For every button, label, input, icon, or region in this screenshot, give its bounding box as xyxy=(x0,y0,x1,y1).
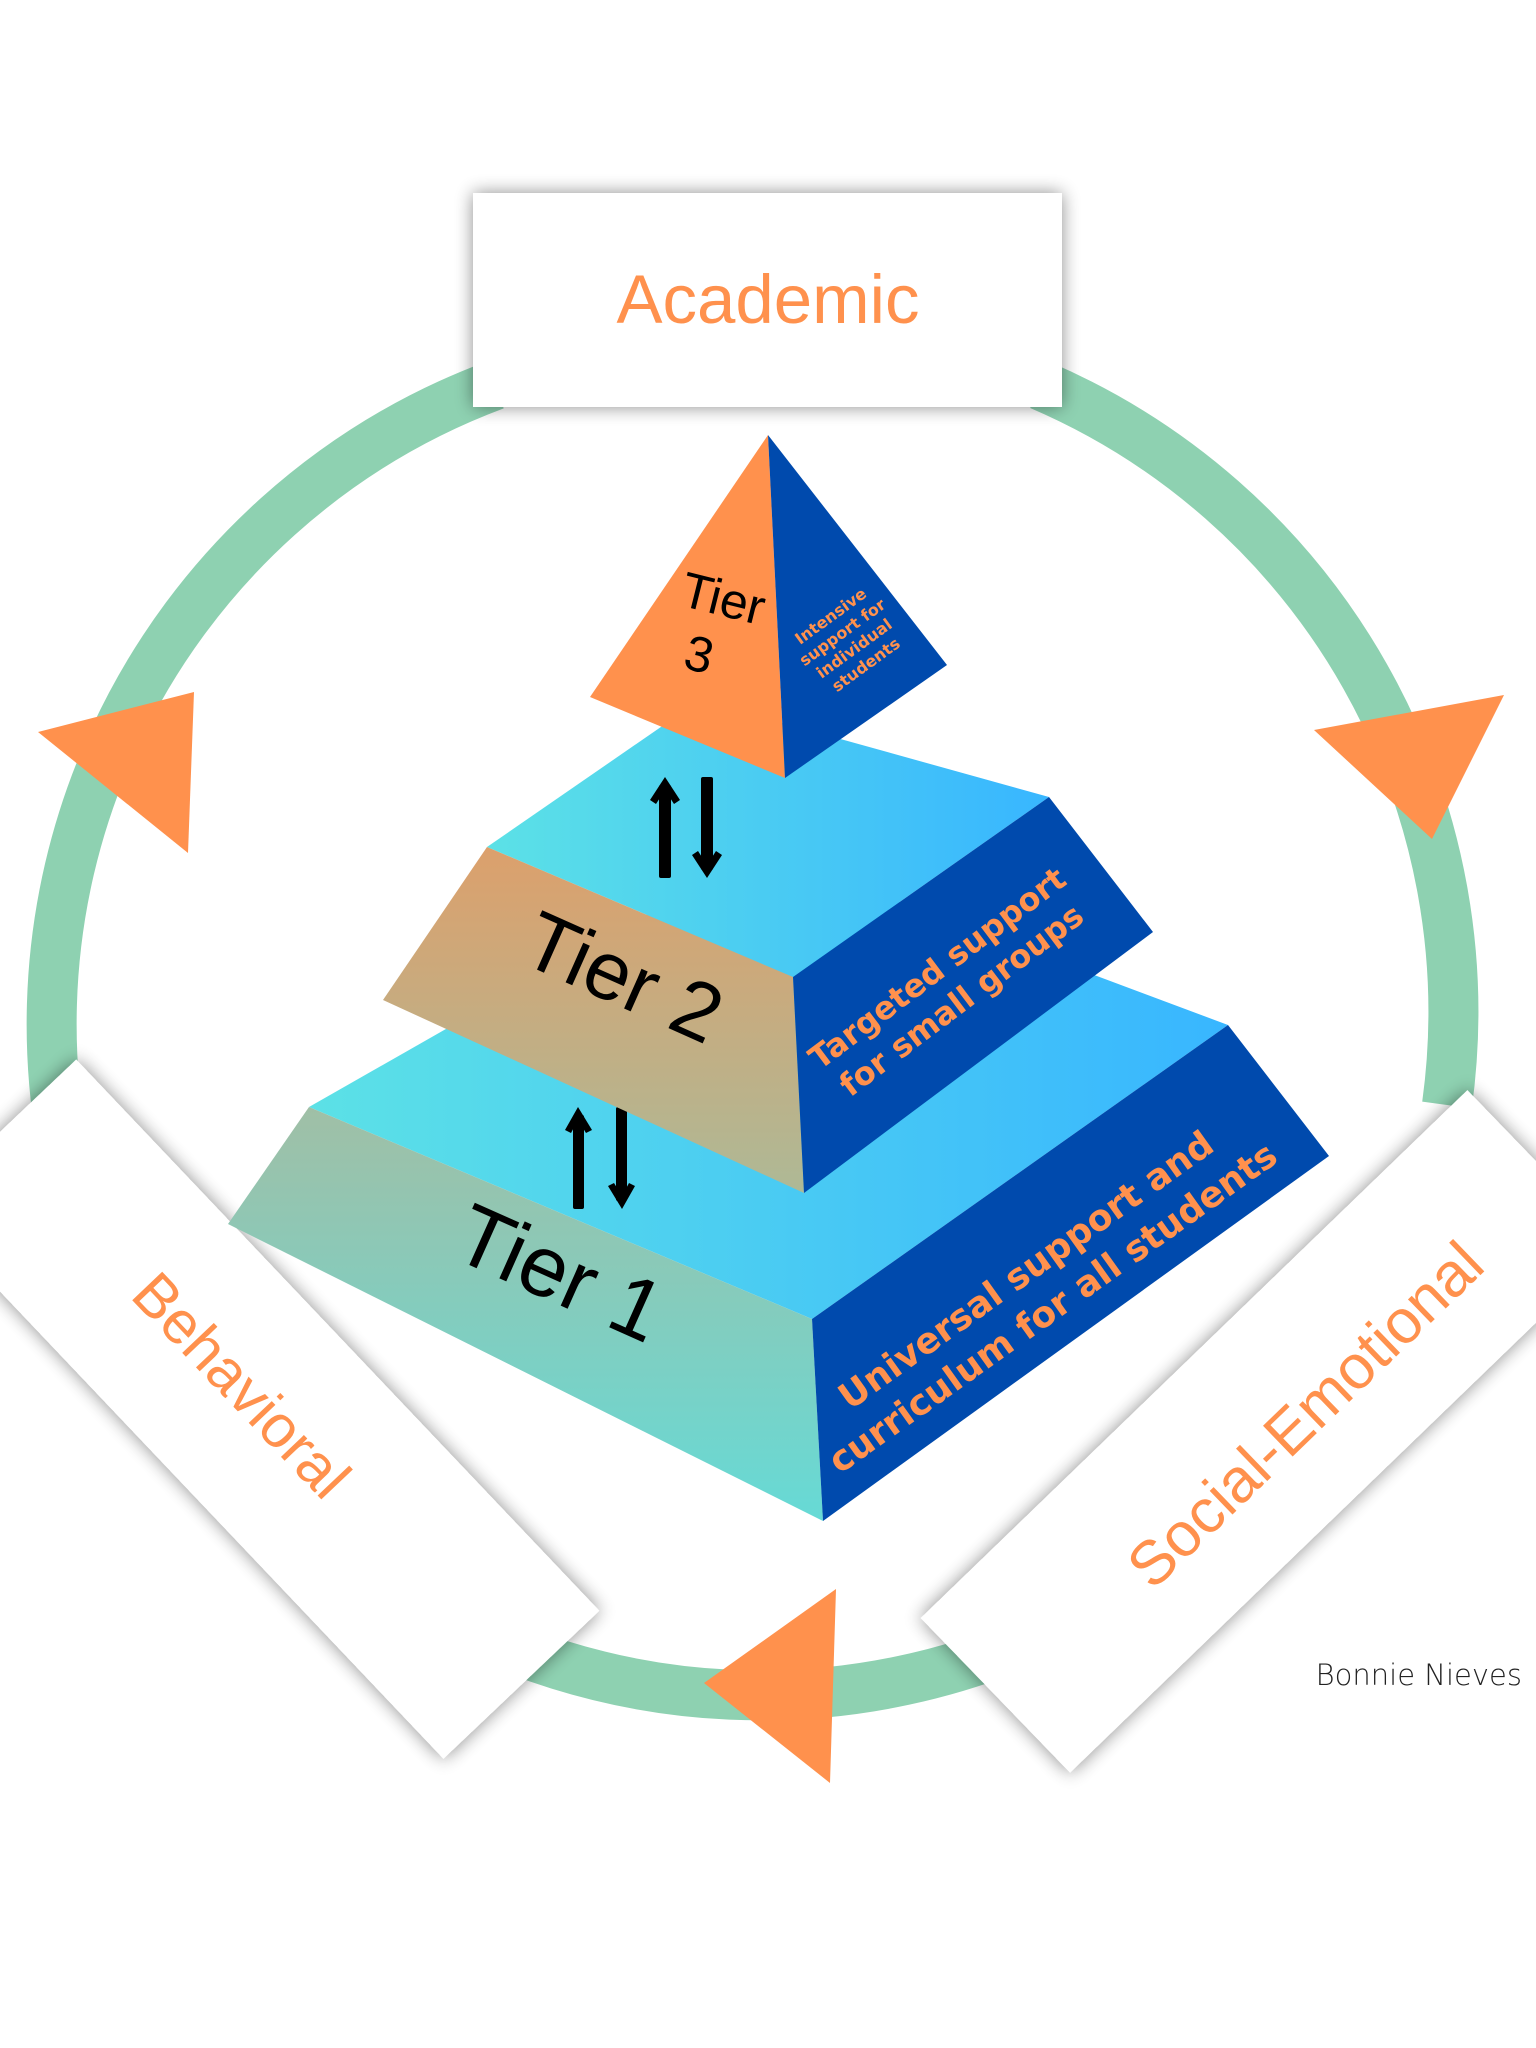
tier-1-front-face xyxy=(228,1107,823,1521)
cycle-arrow-left-icon xyxy=(38,692,194,853)
tier-2-front-face xyxy=(383,847,804,1193)
tier-1-2-transition-icon xyxy=(565,1107,635,1209)
academic-label: Academic xyxy=(617,261,920,338)
academic-banner: Academic xyxy=(473,193,1062,407)
social-emotional-banner xyxy=(920,1090,1536,1773)
tier-3-block: Tier 3 Intensive support for individual … xyxy=(590,435,947,778)
author-credit: Bonnie Nieves xyxy=(1316,1658,1522,1692)
tier-3-side-face xyxy=(768,435,947,778)
cycle-arrow-right-icon xyxy=(1314,695,1504,839)
ring-segment-right xyxy=(1030,362,1479,1109)
tier-2-block: Tier 2 Targeted support for small groups xyxy=(383,700,1153,1193)
tier-2-top-face xyxy=(487,700,1049,977)
tier-1-side-face xyxy=(812,1025,1329,1521)
tier-2-3-transition-icon xyxy=(650,777,722,878)
cycle-arrow-bottom-icon xyxy=(704,1589,836,1783)
tier-3-front-face xyxy=(590,435,785,778)
tier-2-side-face xyxy=(793,797,1153,1193)
